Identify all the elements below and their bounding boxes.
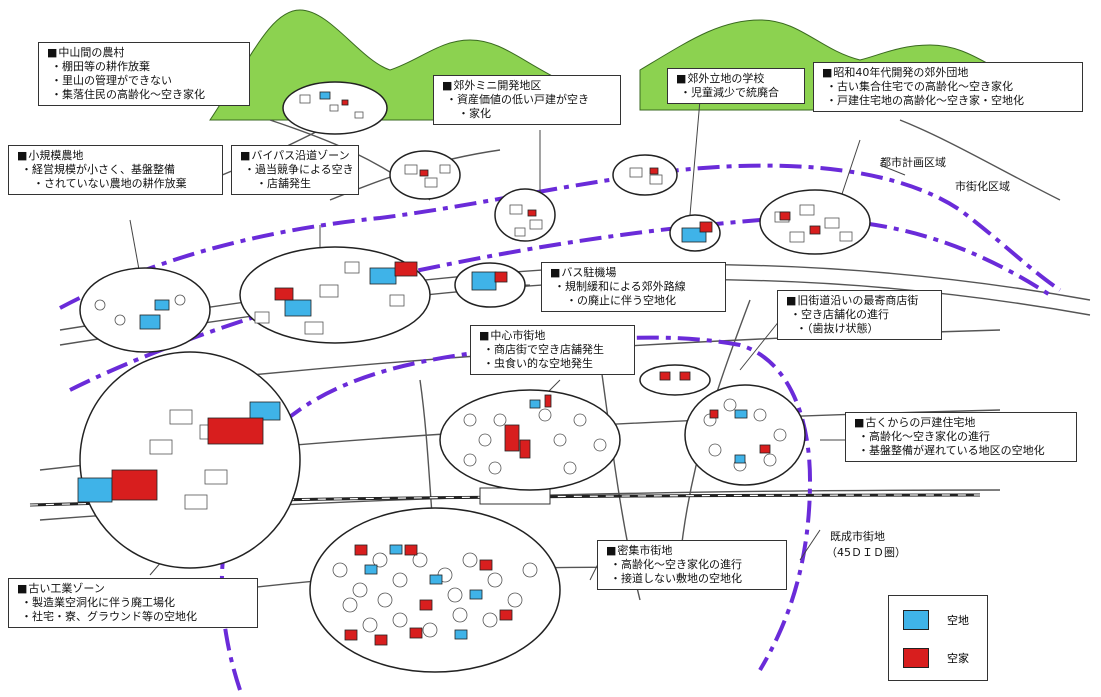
callout-line: 児童減少で統廃合 [676, 86, 798, 100]
callout-line: 社宅・寮、グラウンド等の空地化 [17, 610, 251, 624]
callout-line: 過当競争による空き [240, 163, 354, 177]
callout-line: 虫食い的な空地発生 [479, 357, 628, 371]
inset-old-housing [684, 384, 806, 486]
callout-title: バス駐機場 [550, 266, 719, 280]
callout-line: 高齢化～空き家化の進行 [606, 558, 780, 572]
callout-title: 中山間の農村 [47, 46, 243, 60]
label-did-area-line2: （45ＤＩＤ圏） [826, 546, 906, 559]
inset-old-road [639, 364, 711, 396]
legend-label: 空地 [947, 614, 969, 627]
callout-line: 資産価値の低い戸建が空き [442, 93, 614, 107]
callout-line: 店舗発生 [240, 177, 352, 191]
callout-small-farmland: 小規模農地 経営規模が小さく、基盤整備 されていない農地の耕作放棄 [8, 145, 223, 195]
callout-line: 古い集合住宅での高齢化～空き家化 [822, 80, 1076, 94]
callout-line: 空き店舗化の進行 [786, 308, 935, 322]
vacant-house-marks [111, 99, 821, 646]
callout-mountain-village: 中山間の農村 棚田等の耕作放棄 里山の管理ができない 集落住民の高齢化～空き家化 [38, 42, 250, 106]
callout-line: （歯抜け状態） [786, 322, 935, 336]
callout-line: 集落住民の高齢化～空き家化 [47, 88, 243, 102]
callout-line: の廃止に伴う空地化 [550, 294, 719, 308]
callout-line: 接道しない敷地の空地化 [606, 572, 780, 586]
callout-line: 高齢化～空き家化の進行 [854, 430, 1070, 444]
inset-farmland [79, 267, 211, 353]
callout-line: 里山の管理ができない [47, 74, 243, 88]
callout-dense-town: 密集市街地 高齢化～空き家化の進行 接道しない敷地の空地化 [597, 540, 787, 590]
label-did-area-line1: 既成市街地 [830, 530, 885, 543]
callout-title: 密集市街地 [606, 544, 780, 558]
callout-bypass-zone: バイパス沿道ゾーン 過当競争による空き 店舗発生 [231, 145, 359, 195]
callout-title: バイパス沿道ゾーン [240, 149, 352, 163]
legend-item-vacant-house: 空家 [903, 648, 969, 668]
callout-suburban-school: 郊外立地の学校 児童減少で統廃合 [667, 68, 805, 104]
legend-swatch-vacant-house [903, 648, 929, 668]
callout-old-housing: 古くからの戸建住宅地 高齢化～空き家化の進行 基盤整備が遅れている地区の空地化 [845, 412, 1077, 462]
callout-line: 棚田等の耕作放棄 [47, 60, 243, 74]
callout-suburban-mini: 郊外ミニ開発地区 資産価値の低い戸建が空き 家化 [433, 75, 621, 125]
legend-swatch-vacant-land [903, 610, 929, 630]
callout-title: 昭和40年代開発の郊外団地 [822, 66, 1076, 80]
callout-city-center: 中心市街地 商店街で空き店舗発生 虫食い的な空地発生 [470, 325, 635, 375]
callout-title: 中心市街地 [479, 329, 628, 343]
callout-bus-depot: バス駐機場 規制緩和による郊外路線 の廃止に伴う空地化 [541, 262, 726, 312]
inset-mini3 [612, 154, 678, 196]
callout-line: 規制緩和による郊外路線 [550, 280, 719, 294]
callout-title: 古くからの戸建住宅地 [854, 416, 1070, 430]
urbanization-boundary [69, 216, 1052, 392]
callout-line: 戸建住宅地の高齢化～空き家・空地化 [822, 94, 1076, 108]
callout-showa-complex: 昭和40年代開発の郊外団地 古い集合住宅での高齢化～空き家化 戸建住宅地の高齢化… [813, 62, 1083, 112]
callout-old-road-shops: 旧街道沿いの最寄商店街 空き店舗化の進行 （歯抜け状態） [777, 290, 942, 340]
callout-line: 経営規模が小さく、基盤整備 [17, 163, 216, 177]
callout-old-factory: 古い工業ゾーン 製造業空洞化に伴う廃工場化 社宅・寮、グラウンド等の空地化 [8, 578, 258, 628]
legend: 空地 空家 [888, 595, 988, 681]
callout-line: 製造業空洞化に伴う廃工場化 [17, 596, 251, 610]
inset-factory [79, 351, 301, 569]
callout-title: 旧街道沿いの最寄商店街 [786, 294, 935, 308]
legend-label: 空家 [947, 652, 969, 665]
callout-title: 小規模農地 [17, 149, 216, 163]
callout-line: 家化 [442, 107, 614, 121]
callout-line: 基盤整備が遅れている地区の空地化 [854, 444, 1070, 458]
callout-line: 商店街で空き店舗発生 [479, 343, 628, 357]
legend-item-vacant-land: 空地 [903, 610, 969, 630]
callout-line: されていない農地の耕作放棄 [17, 177, 216, 191]
inset-dense [309, 507, 561, 673]
callout-title: 古い工業ゾーン [17, 582, 251, 596]
callout-title: 郊外ミニ開発地区 [442, 79, 614, 93]
label-city-planning-area: 都市計画区域 [880, 156, 946, 169]
callout-title: 郊外立地の学校 [676, 72, 798, 86]
label-urbanization-area: 市街化区域 [955, 180, 1010, 193]
